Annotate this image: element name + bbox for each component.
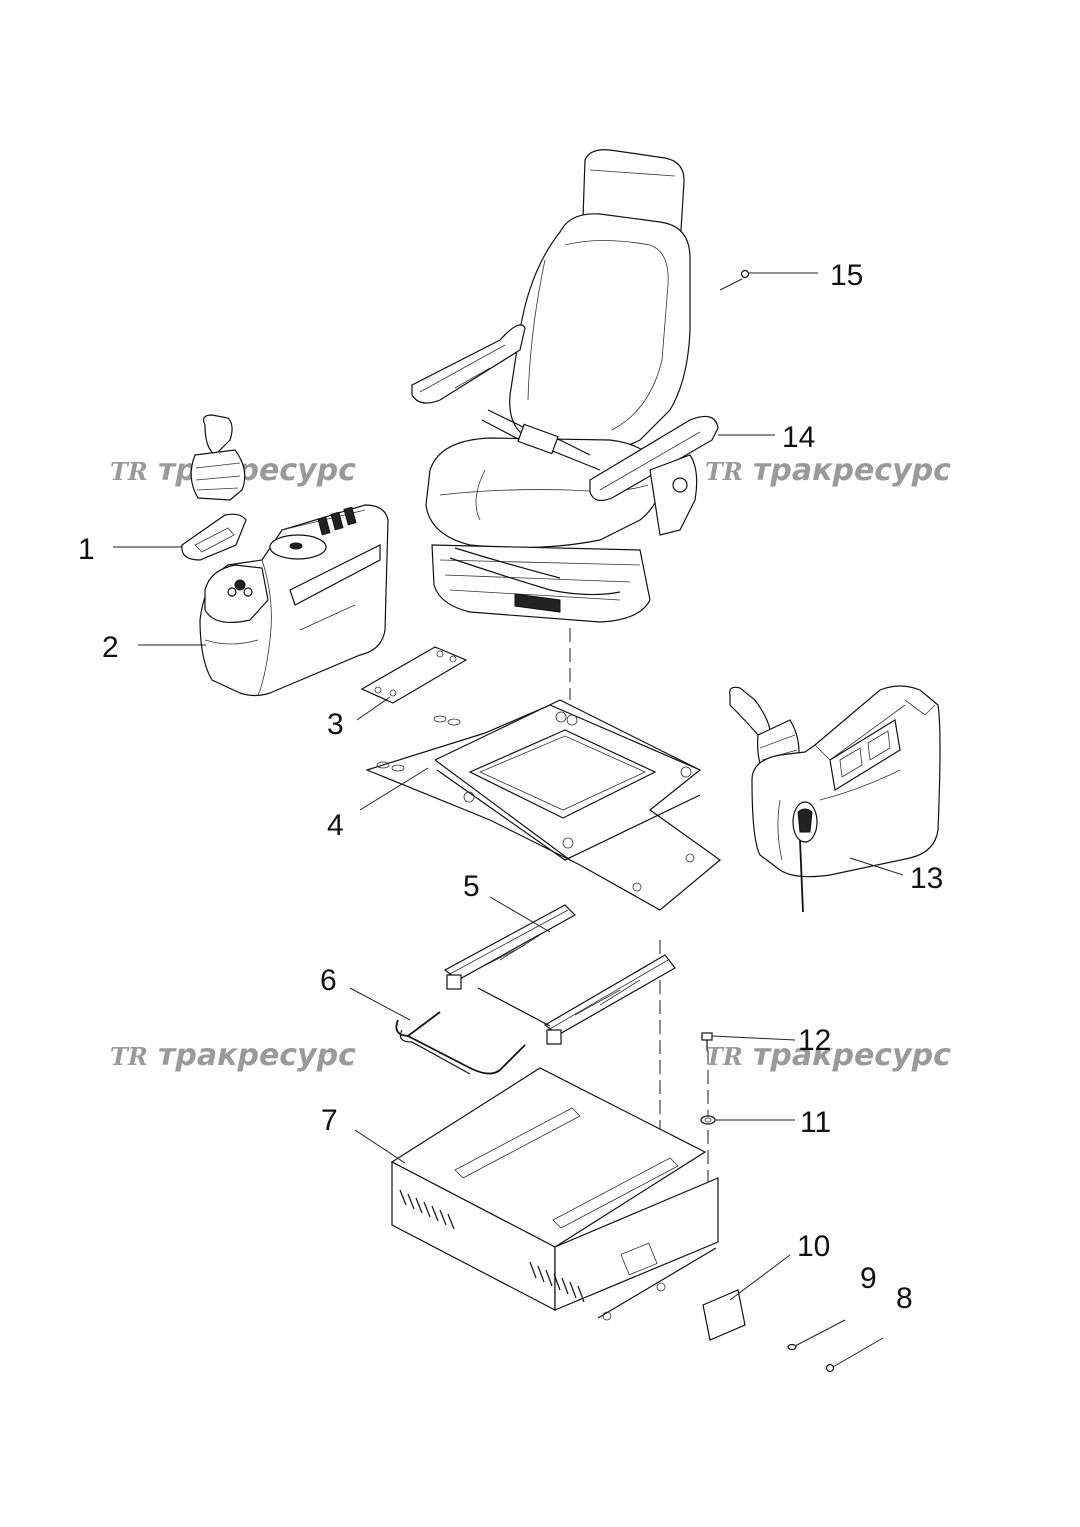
callout-numbers: 1 2 3 4 5 6 7 8 9 10 11 12 13 14 15 [78, 259, 943, 1315]
svg-text:тракресурс: тракресурс [753, 453, 951, 488]
callout-15: 15 [830, 259, 863, 292]
hardware [700, 269, 835, 1373]
right-console-part-13 [729, 685, 941, 913]
callout-12: 12 [798, 1024, 831, 1057]
washer-part-9 [787, 1343, 797, 1351]
callout-2: 2 [102, 631, 119, 664]
base-plate-part-4 [365, 699, 721, 911]
callout-11: 11 [800, 1106, 831, 1139]
callout-3: 3 [327, 708, 344, 741]
seat-part-14 [411, 149, 719, 623]
leader-lines [113, 272, 904, 1368]
callout-14: 14 [782, 421, 815, 454]
cover-plate-part-10 [702, 1289, 746, 1341]
watermark-top-right: TR тракресурс [705, 453, 951, 488]
svg-text:тракресурс: тракресурс [753, 1038, 951, 1073]
callout-9: 9 [860, 1262, 877, 1295]
watermark-bottom-right: TR тракресурс [705, 1038, 951, 1073]
svg-text:TR: TR [110, 1042, 148, 1071]
callout-5: 5 [463, 870, 480, 903]
adjust-rod-part-6 [395, 1011, 526, 1075]
left-console-part-2 [181, 414, 389, 697]
callout-6: 6 [320, 964, 337, 997]
svg-text:TR: TR [110, 457, 148, 486]
vent-slots-front [529, 1261, 585, 1303]
callout-4: 4 [327, 809, 344, 842]
base-box-part-7 [390, 1067, 719, 1321]
watermark-bottom-left: TR тракресурс [110, 1038, 356, 1073]
svg-text:тракресурс: тракресурс [158, 453, 356, 488]
svg-text:тракресурс: тракресурс [158, 1038, 356, 1073]
screw-part-8 [825, 1363, 835, 1373]
washer-part-11 [700, 1115, 716, 1125]
vent-slots-left [399, 1189, 455, 1230]
mount-plate-part-3 [360, 646, 468, 704]
svg-text:TR: TR [705, 457, 743, 486]
callout-7: 7 [321, 1104, 338, 1137]
slide-rails-part-5 [443, 904, 676, 1045]
callout-1: 1 [78, 533, 95, 566]
callout-8: 8 [896, 1282, 913, 1315]
svg-text:TR: TR [705, 1042, 743, 1071]
callout-10: 10 [797, 1230, 830, 1263]
callout-13: 13 [910, 862, 943, 895]
screw-part-15 [740, 269, 750, 279]
